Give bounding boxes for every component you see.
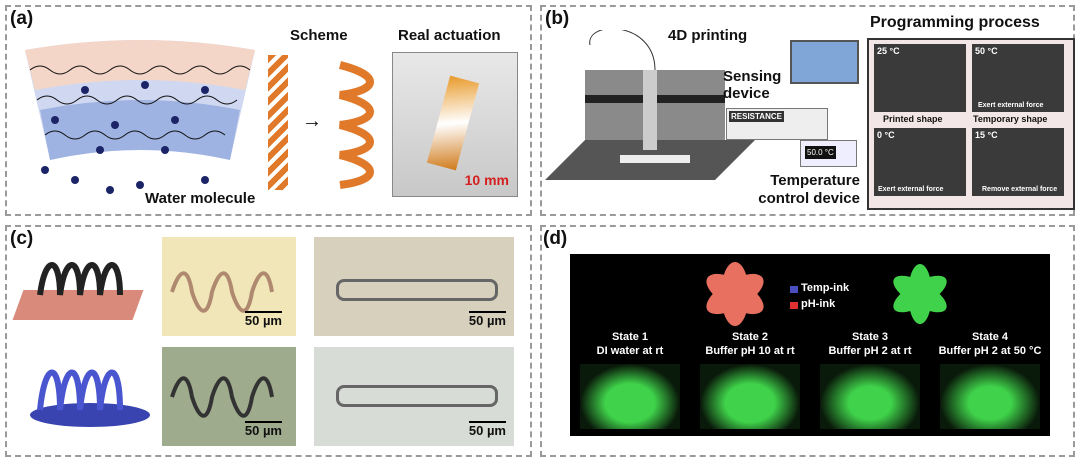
legend-temp-ink: Temp-ink <box>801 282 850 294</box>
state-name: State 4 <box>971 331 1009 343</box>
temperature-readout: 50.0 °C <box>805 146 836 159</box>
micrograph: 50 µm <box>162 347 296 446</box>
process-photo: 50 °C Exert external force <box>972 44 1064 112</box>
state-condition: Buffer pH 10 at rt <box>705 345 795 357</box>
legend-swatch-ph <box>790 302 798 309</box>
state-condition: Buffer pH 2 at rt <box>828 345 912 357</box>
flower-photo-panel: Temp-ink pH-ink State 1 DI water at rt St… <box>570 254 1050 436</box>
state-name: State 2 <box>731 331 769 343</box>
temperature-controller: 50.0 °C <box>800 140 857 167</box>
panel-c-label: (c) <box>10 228 34 249</box>
resistance-device: RESISTANCE <box>726 108 828 140</box>
state-name: State 1 <box>611 331 649 343</box>
state-column: State 2 Buffer pH 10 at rt <box>690 330 810 429</box>
photo-temp: 15 °C <box>975 130 998 140</box>
scale-bar-label: 50 µm <box>244 311 282 328</box>
photo-caption: Exert external force <box>878 186 944 193</box>
photo-caption: Remove external force <box>982 186 1058 193</box>
micrograph: 50 µm <box>314 237 514 336</box>
state-photo <box>940 364 1040 429</box>
panel-d-label: (d) <box>543 228 568 249</box>
scale-bar-label: 10 mm <box>464 172 509 188</box>
programming-process-box: 25 °C 50 °C Exert external force Printed … <box>867 38 1075 210</box>
black-coil-illustration <box>37 262 123 296</box>
hydrogel-network-illustration <box>25 40 255 194</box>
programming-process-title: Programming process <box>870 14 1040 31</box>
state-photo <box>700 364 800 429</box>
state-column: State 4 Buffer pH 2 at 50 °C <box>930 330 1050 429</box>
resistance-label: RESISTANCE <box>729 111 784 122</box>
scheme-label: Scheme <box>290 27 348 44</box>
scale-bar-label: 50 µm <box>468 421 506 438</box>
panel-a-label: (a) <box>10 8 34 29</box>
legend-swatch-temp <box>790 286 798 293</box>
printed-shape-label: Printed shape <box>883 114 943 124</box>
real-actuation-label: Real actuation <box>398 27 501 44</box>
monitor-icon <box>790 40 859 84</box>
flat-strip-illustration <box>268 55 288 190</box>
state-condition: DI water at rt <box>596 345 664 357</box>
water-molecule-label: Water molecule <box>145 190 256 207</box>
real-actuation-photo: 10 mm <box>392 52 518 197</box>
micrograph: 50 µm <box>162 237 296 336</box>
arrow-icon: → <box>302 110 322 132</box>
sensing-device-label: Sensing device <box>723 68 782 102</box>
scale-bar-label: 50 µm <box>468 311 506 328</box>
panel-a <box>5 5 532 216</box>
4d-printing-label: 4D printing <box>668 27 748 44</box>
helix-illustration <box>339 61 374 189</box>
blue-coil-illustration <box>30 369 150 427</box>
state-column: State 3 Buffer pH 2 at rt <box>810 330 930 429</box>
state-photo <box>580 364 680 429</box>
panel-d <box>540 225 1075 457</box>
temperature-control-label: Temperature control device <box>758 172 860 207</box>
photo-temp: 25 °C <box>877 46 900 56</box>
state-name: State 3 <box>851 331 889 343</box>
process-photo: 15 °C Remove external force <box>972 128 1064 196</box>
photo-temp: 0 °C <box>877 130 895 140</box>
temporary-shape-label: Temporary shape <box>973 114 1048 124</box>
photo-caption: Exert external force <box>978 102 1044 109</box>
state-photo <box>820 364 920 429</box>
state-column: State 1 DI water at rt <box>570 330 690 429</box>
panel-c <box>5 225 532 457</box>
panel-b-label: (b) <box>545 8 570 29</box>
process-photo: 25 °C <box>874 44 966 112</box>
printer-illustration <box>545 30 755 180</box>
green-flower-print <box>893 264 947 324</box>
micrograph: 50 µm <box>314 347 514 446</box>
legend-ph-ink: pH-ink <box>801 298 836 310</box>
red-flower-design <box>706 262 764 326</box>
scale-bar-label: 50 µm <box>244 421 282 438</box>
photo-temp: 50 °C <box>975 46 998 56</box>
state-condition: Buffer pH 2 at 50 °C <box>938 345 1042 357</box>
process-photo: 0 °C Exert external force <box>874 128 966 196</box>
